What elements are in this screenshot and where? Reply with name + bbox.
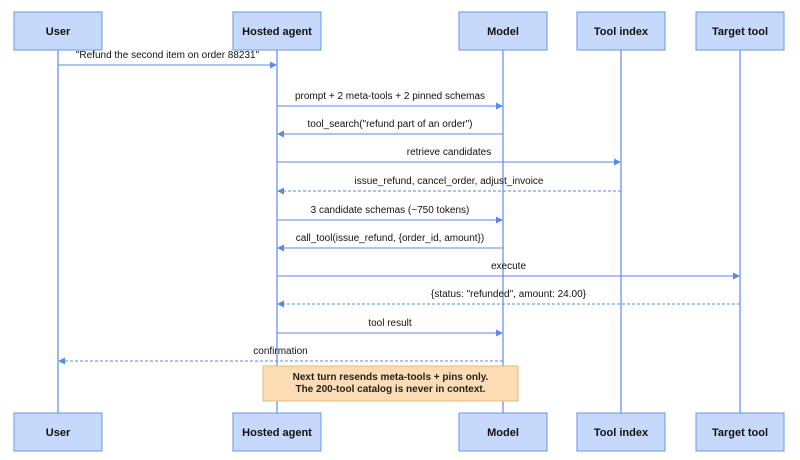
participant-box-model-bottom	[458, 412, 548, 452]
participant-box-index-top	[576, 11, 666, 51]
arrowhead-1	[496, 102, 503, 110]
participant-label-agent-top: Hosted agent	[242, 26, 312, 38]
arrowhead-0	[270, 61, 277, 69]
note-box	[262, 365, 519, 402]
participant-box-user-top	[13, 11, 103, 51]
participant-label-user-top: User	[46, 26, 71, 38]
message-label-3: retrieve candidates	[407, 147, 492, 158]
participant-label-user-bottom: User	[46, 427, 71, 439]
message-label-2: tool_search("refund part of an order")	[308, 119, 473, 130]
participant-box-target-bottom	[695, 412, 785, 452]
message-label-1: prompt + 2 meta-tools + 2 pinned schemas	[295, 91, 485, 102]
arrowhead-10	[58, 357, 65, 365]
arrowhead-2	[277, 130, 284, 138]
participant-label-model-bottom: Model	[487, 427, 519, 439]
message-label-6: call_tool(issue_refund, {order_id, amoun…	[296, 233, 484, 244]
note-line-0: Next turn resends meta-tools + pins only…	[293, 372, 489, 383]
participant-label-agent-bottom: Hosted agent	[242, 427, 312, 439]
participant-label-target-bottom: Target tool	[712, 427, 768, 439]
participant-label-index-bottom: Tool index	[594, 427, 649, 439]
arrowhead-6	[277, 244, 284, 252]
participant-box-model-top	[458, 11, 548, 51]
arrowhead-4	[277, 187, 284, 195]
arrowhead-9	[496, 329, 503, 337]
message-label-10: confirmation	[253, 346, 307, 357]
participant-box-agent-bottom	[232, 412, 322, 452]
participant-label-target-top: Target tool	[712, 26, 768, 38]
arrowhead-3	[614, 158, 621, 166]
participant-box-agent-top	[232, 11, 322, 51]
message-label-0: "Refund the second item on order 88231"	[76, 50, 260, 61]
message-label-5: 3 candidate schemas (~750 tokens)	[311, 205, 470, 216]
participant-label-model-top: Model	[487, 26, 519, 38]
message-label-7: execute	[491, 261, 526, 272]
message-label-9: tool result	[368, 318, 412, 329]
arrowhead-8	[277, 300, 284, 308]
note-line-1: The 200-tool catalog is never in context…	[295, 384, 485, 395]
message-label-8: {status: "refunded", amount: 24.00}	[431, 289, 587, 300]
message-label-4: issue_refund, cancel_order, adjust_invoi…	[354, 176, 543, 187]
participant-box-index-bottom	[576, 412, 666, 452]
arrowhead-5	[496, 216, 503, 224]
participant-box-target-top	[695, 11, 785, 51]
arrowhead-7	[733, 272, 740, 280]
participant-box-user-bottom	[13, 412, 103, 452]
participant-label-index-top: Tool index	[594, 26, 649, 38]
